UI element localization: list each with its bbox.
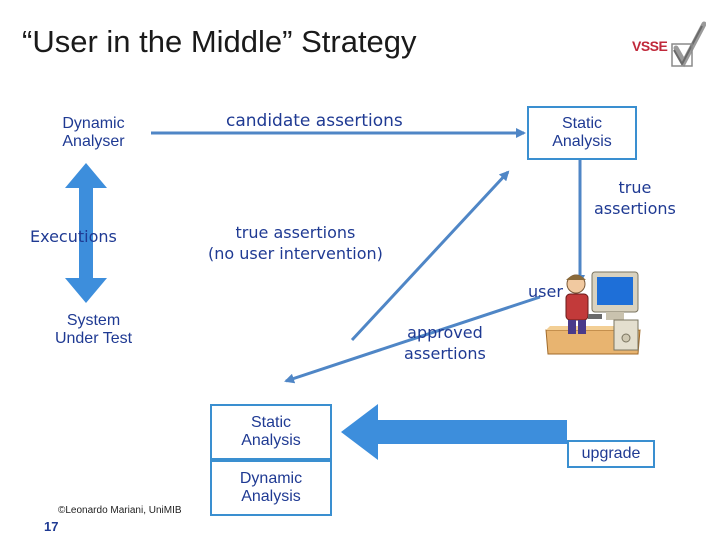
vsse-logo: VSSE	[632, 18, 706, 72]
label-executions: Executions	[30, 227, 117, 246]
upgrade-box: upgrade	[567, 440, 655, 468]
page-number: 17	[44, 519, 59, 534]
double-arrow-executions	[65, 163, 107, 303]
arrow-upgrade	[341, 404, 567, 460]
arrow-no-user	[350, 170, 510, 342]
label-true-assertions-mid: true assertions (no user intervention)	[208, 223, 383, 263]
arrow-approved	[284, 295, 541, 384]
logo-text: VSSE	[632, 38, 668, 54]
page-title: “User in the Middle” Strategy	[22, 24, 417, 59]
label-user: user	[528, 282, 563, 301]
user-at-computer-icon	[542, 268, 644, 360]
label-candidate-assertions: candidate assertions	[226, 111, 403, 131]
footer-credit: ©Leonardo Mariani, UniMIB	[58, 505, 182, 516]
label-true-assertions-right: true assertions	[594, 178, 676, 218]
label-approved-assertions: approved assertions	[404, 323, 486, 363]
